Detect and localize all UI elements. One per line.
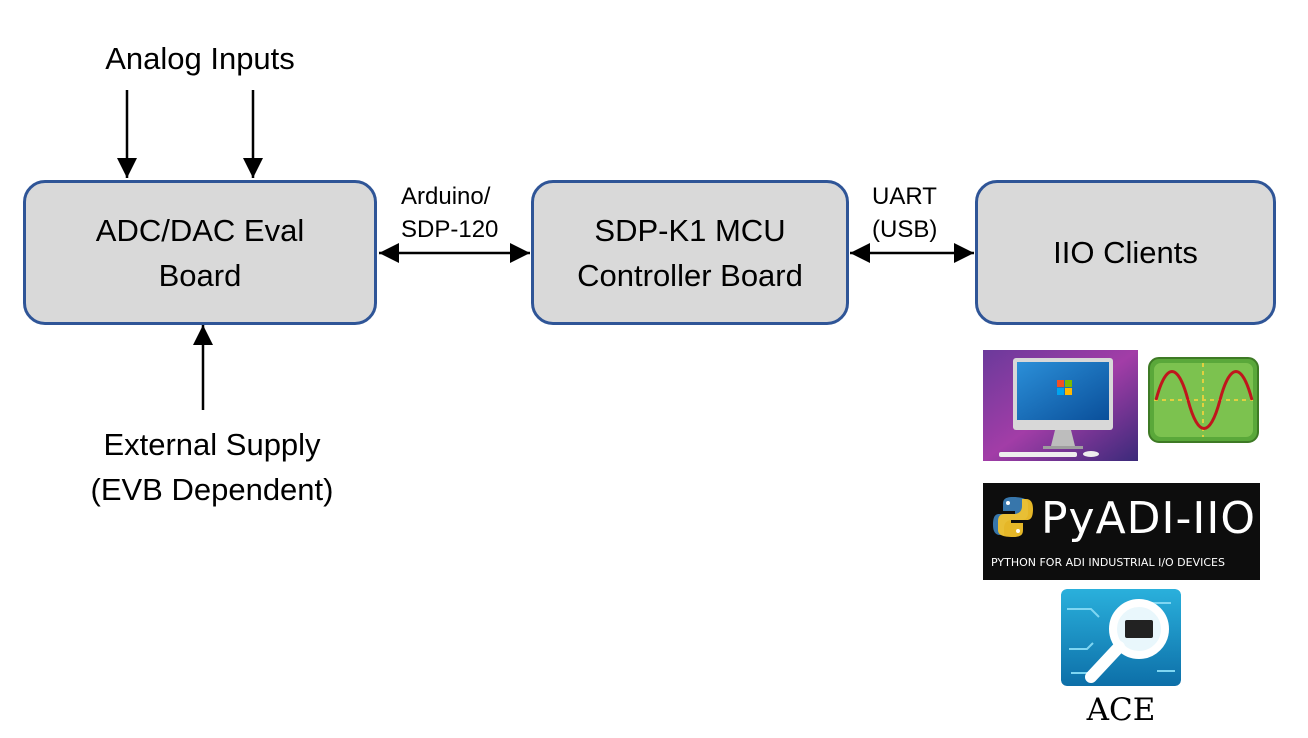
mcu-board-line2: Controller Board	[577, 257, 803, 293]
analog-inputs-label: Analog Inputs	[105, 41, 295, 76]
pyadi-title: PyADI-IIO	[1041, 493, 1256, 544]
eval-board-block: ADC/DAC Eval Board	[23, 180, 377, 325]
eval-board-line2: Board	[158, 257, 242, 293]
mcu-board-line1: SDP-K1 MCU	[594, 212, 786, 248]
oscilloscope-icon	[1148, 357, 1259, 443]
iio-clients-label: IIO Clients	[1053, 235, 1198, 270]
computer-icon	[983, 350, 1138, 461]
arduino-link-line2: SDP-120	[401, 216, 499, 243]
external-supply-line1: External Supply	[103, 427, 321, 462]
uart-link-line2: (USB)	[872, 216, 938, 243]
pyadi-tagline: PYTHON FOR ADI INDUSTRIAL I/O DEVICES	[991, 556, 1225, 569]
arduino-link-line1: Arduino/	[401, 183, 491, 210]
ace-magnifier-icon	[1061, 589, 1181, 686]
ace-label: ACE	[1086, 692, 1156, 728]
arduino-link-label: Arduino/ SDP-120	[401, 180, 531, 246]
iio-clients-block: IIO Clients	[975, 180, 1276, 325]
eval-board-line1: ADC/DAC Eval	[95, 212, 305, 248]
mcu-board-block: SDP-K1 MCU Controller Board	[531, 180, 849, 325]
ace-logo	[1061, 589, 1181, 686]
uart-link-label: UART (USB)	[872, 180, 972, 246]
pyadi-logo: PyADI-IIO PYTHON FOR ADI INDUSTRIAL I/O …	[983, 483, 1260, 580]
external-supply-label: External Supply (EVB Dependent)	[62, 422, 362, 512]
uart-link-line1: UART	[872, 183, 937, 210]
external-supply-line2: (EVB Dependent)	[90, 472, 334, 507]
python-logo-icon	[993, 497, 1033, 537]
